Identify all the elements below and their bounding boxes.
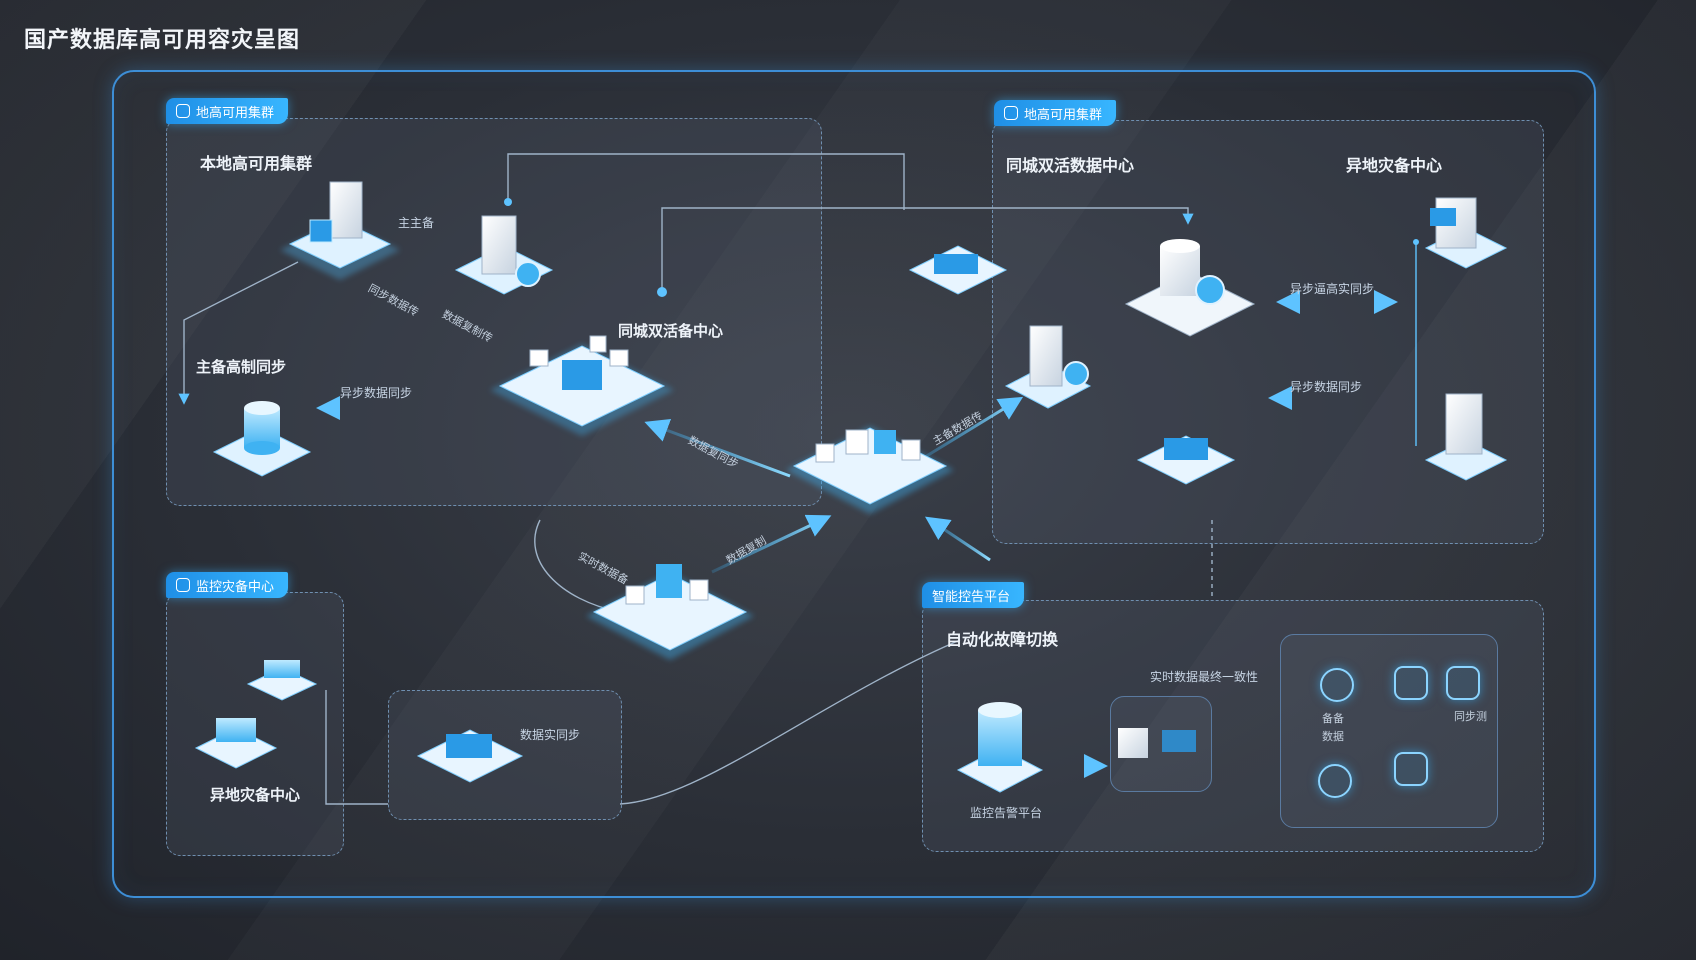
platform-icon-hub [786, 426, 954, 514]
dual-active-right-title: 异地灾备中心 [1346, 158, 1443, 175]
tag-monitor-dr[interactable]: 监控灾备中心 [166, 572, 289, 598]
wire-node [1413, 239, 1419, 245]
server-icon-dual [1004, 325, 1092, 409]
square-icon[interactable] [1394, 666, 1428, 700]
platform-icon-cluster [490, 335, 674, 436]
tag-dual-active[interactable]: 地高可用集群 [994, 100, 1117, 126]
list-icon[interactable] [1446, 666, 1480, 700]
storage-icon-dual-1 [908, 245, 1008, 295]
panel-ops-platform [922, 600, 1544, 852]
server-icon-local [280, 181, 400, 280]
platform-icon-lower [586, 564, 754, 660]
arrow-node-to-center [711, 514, 832, 574]
database-icon-ops [956, 702, 1044, 793]
database-icon-local [212, 401, 312, 477]
database-icon-realtime [1118, 728, 1196, 758]
server-icon-remote-1 [1424, 197, 1508, 269]
camera-icon[interactable] [1320, 668, 1354, 702]
wire-node [504, 198, 512, 206]
replica-box-label: 数据实同步 [520, 728, 581, 742]
sync-label: 主备高制同步 [196, 359, 287, 376]
database-icon-dr-1 [246, 660, 318, 701]
tag-ops-platform[interactable]: 智能控告平台 [922, 582, 1025, 608]
screen-label-1: 备备 [1322, 713, 1344, 725]
local-cluster-title: 本地高可用集群 [200, 156, 313, 173]
database-icon-dual [1124, 239, 1256, 337]
wire-node [657, 287, 667, 297]
storage-icon-replica [416, 729, 524, 783]
ops-platform-title: 自动化故障切换 [946, 632, 1059, 649]
storage-icon-dual-2 [1136, 435, 1236, 485]
replica-sync-label: 异步数据同步 [340, 386, 413, 400]
wire-top-1 [507, 153, 905, 210]
dual-active-left-title: 同城双活数据中心 [1006, 158, 1135, 175]
monitor-dr-title: 异地灾备中心 [210, 787, 301, 804]
screen-label-2: 数据 [1322, 731, 1344, 743]
wire-monitor-link [325, 690, 388, 805]
wire-top-2 [661, 207, 1194, 290]
wire-curve-left [534, 519, 621, 613]
tag-local-cluster[interactable]: 地高可用集群 [166, 98, 289, 124]
arrow-ops-to-center [925, 516, 991, 562]
primary-label: 主主备 [398, 216, 435, 230]
arrow-center-to-cluster [644, 419, 791, 478]
server-icon-primary [454, 215, 554, 295]
server-icon-remote-2 [1424, 393, 1508, 481]
screen-label-3: 同步测 [1454, 711, 1487, 723]
center-label: 同城双活备中心 [618, 323, 724, 340]
monitor-platform-label: 监控告警平台 [970, 806, 1043, 820]
database-icon-dr-2 [194, 718, 278, 769]
smile-icon[interactable] [1394, 752, 1428, 786]
arrow-center-to-dual [919, 396, 1024, 462]
face-icon[interactable] [1318, 764, 1352, 798]
cluster-icon [176, 104, 190, 118]
outer-frame [112, 70, 1596, 898]
wire-left-down [178, 261, 299, 405]
page-title: 国产数据库高可用容灾呈图 [24, 27, 301, 52]
sync-top-label: 异步逼高实同步 [1290, 282, 1375, 296]
monitor-icon [176, 578, 190, 592]
realtime-label: 实时数据最终一致性 [1150, 670, 1259, 684]
sync-bottom-label: 异步数据同步 [1290, 380, 1363, 394]
wire-ops-curve [619, 639, 961, 805]
cluster-icon [1004, 106, 1018, 120]
